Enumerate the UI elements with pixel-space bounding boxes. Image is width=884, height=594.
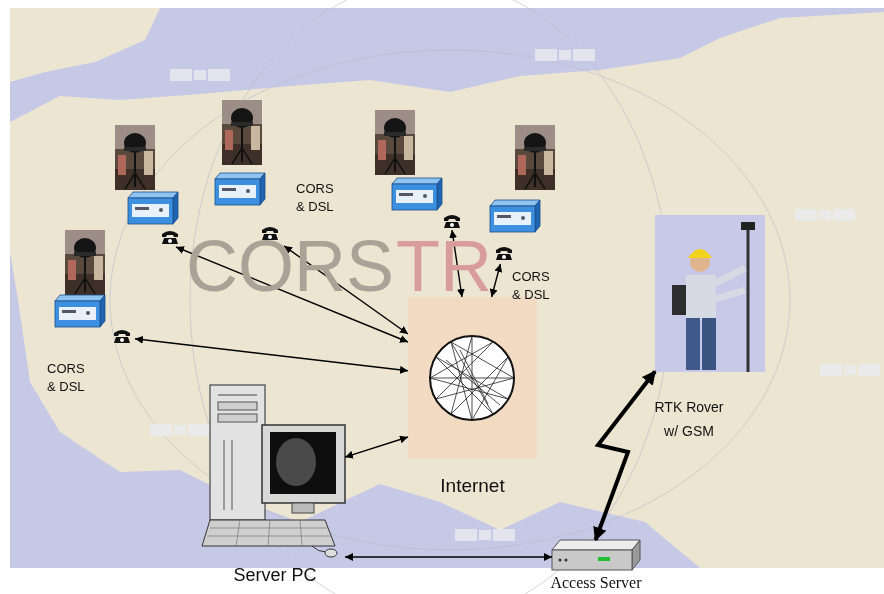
gsm-link [596, 371, 655, 540]
node-label: CORS & DSL [512, 268, 558, 304]
internet-cloud: Internet [408, 297, 537, 458]
server-pc-illustration [202, 385, 345, 557]
server-pc: Server PC [205, 380, 345, 560]
rtk-rover: RTK Rover w/ GSM [655, 215, 765, 372]
connector-arrow [345, 437, 408, 457]
cors-station: CORS & DSL [55, 228, 135, 345]
orbit-lines [110, 0, 790, 594]
node-label: Access Server [522, 574, 670, 591]
connector-arrow [135, 339, 408, 371]
connector-arrow [345, 556, 552, 557]
node-label: CORS & DSL [47, 360, 93, 396]
satellites [150, 49, 880, 541]
node-label: Internet [408, 475, 537, 497]
access-server: Access Server [552, 540, 640, 570]
connector-arrow [492, 264, 501, 297]
rover-photo [655, 215, 765, 372]
node-label: CORS & DSL [296, 180, 342, 216]
cors-station: CORS & DSL [488, 123, 558, 264]
access-server-illustration [552, 540, 640, 570]
node-label: Server PC [205, 565, 345, 585]
watermark-text: CORS [186, 236, 394, 296]
internet-cloud [408, 297, 537, 458]
watermark-text: TR [396, 236, 492, 296]
node-label: RTK Rover w/ GSM [649, 395, 729, 443]
cors-station: CORS & DSL [212, 98, 284, 246]
